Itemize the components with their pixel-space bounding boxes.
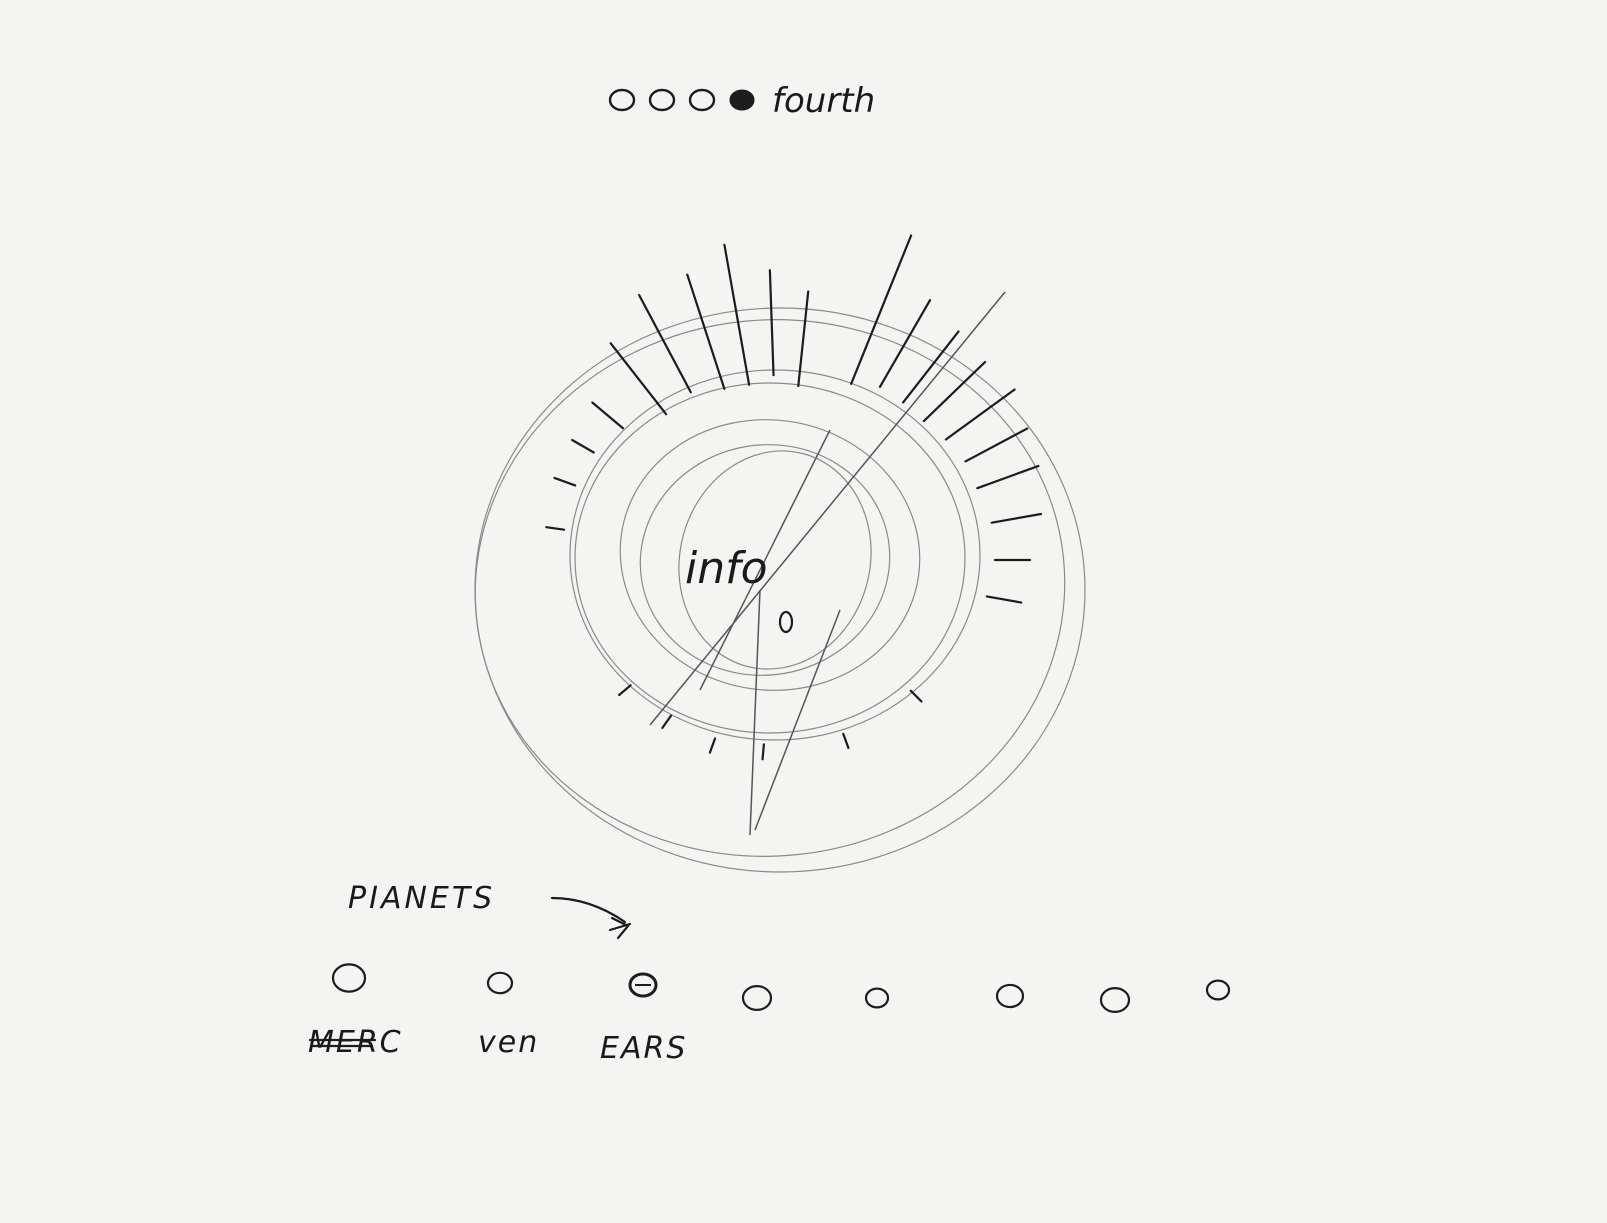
planet-3[interactable] bbox=[743, 986, 771, 1010]
dial-tick bbox=[592, 403, 623, 429]
dial-tick bbox=[880, 300, 930, 387]
dial-tick bbox=[911, 691, 922, 702]
dial-tick bbox=[843, 734, 848, 748]
radial-dial[interactable]: info bbox=[449, 235, 1092, 885]
dial-tick bbox=[546, 527, 564, 530]
arrow-icon bbox=[552, 898, 630, 938]
pagination-dot[interactable] bbox=[690, 90, 714, 110]
dial-pivot-mark bbox=[780, 612, 792, 632]
planet-5[interactable] bbox=[997, 985, 1023, 1007]
planets-label: PIANETS bbox=[348, 881, 495, 916]
dial-middle-ring-2 bbox=[575, 383, 965, 733]
dial-needle-1 bbox=[650, 292, 1005, 725]
dial-tick bbox=[724, 245, 749, 385]
dial-tick bbox=[611, 343, 666, 414]
dial-tick bbox=[977, 466, 1038, 488]
dial-tick bbox=[662, 716, 671, 728]
pagination-indicator[interactable] bbox=[610, 90, 754, 110]
planet-7[interactable] bbox=[1207, 981, 1229, 1000]
dial-tick bbox=[572, 440, 594, 453]
dial-tick bbox=[946, 390, 1015, 440]
dial-tick bbox=[554, 478, 575, 486]
dial-inner-ring bbox=[603, 400, 938, 709]
dial-tick bbox=[770, 270, 774, 375]
dial-tick bbox=[687, 275, 724, 389]
planet-4[interactable] bbox=[866, 989, 888, 1008]
dial-outer-ring bbox=[475, 308, 1085, 872]
dial-tick bbox=[851, 235, 911, 383]
pagination-label: fourth bbox=[772, 81, 875, 121]
planet-0[interactable] bbox=[333, 964, 365, 991]
dial-tick bbox=[965, 429, 1027, 462]
dial-needle-3 bbox=[750, 590, 760, 835]
dial-tick bbox=[710, 739, 715, 753]
planet-name-merc: MERC bbox=[308, 1025, 403, 1060]
dial-tick bbox=[639, 295, 691, 392]
dial-middle-ring bbox=[570, 370, 980, 740]
dial-outer-ring-2 bbox=[449, 291, 1092, 886]
planet-name-ven: ven bbox=[478, 1025, 539, 1060]
pagination-dot[interactable] bbox=[650, 90, 674, 110]
dial-ticks bbox=[546, 235, 1041, 759]
pagination-dot-active[interactable] bbox=[730, 90, 754, 110]
planet-1[interactable] bbox=[488, 973, 512, 993]
planet-name-ears: EARS bbox=[600, 1031, 687, 1066]
dial-needle-4 bbox=[755, 610, 840, 830]
dial-tick bbox=[987, 596, 1021, 602]
planet-6[interactable] bbox=[1101, 988, 1129, 1012]
dial-tick bbox=[903, 331, 958, 402]
dial-tick bbox=[992, 514, 1041, 523]
planet-row[interactable] bbox=[333, 964, 1229, 1011]
dial-tick bbox=[763, 744, 764, 759]
planet-names: MERC ven EARS bbox=[308, 1025, 687, 1066]
dial-center-label: info bbox=[685, 543, 768, 594]
dial-tick bbox=[619, 685, 630, 695]
pagination-dot[interactable] bbox=[610, 90, 634, 110]
